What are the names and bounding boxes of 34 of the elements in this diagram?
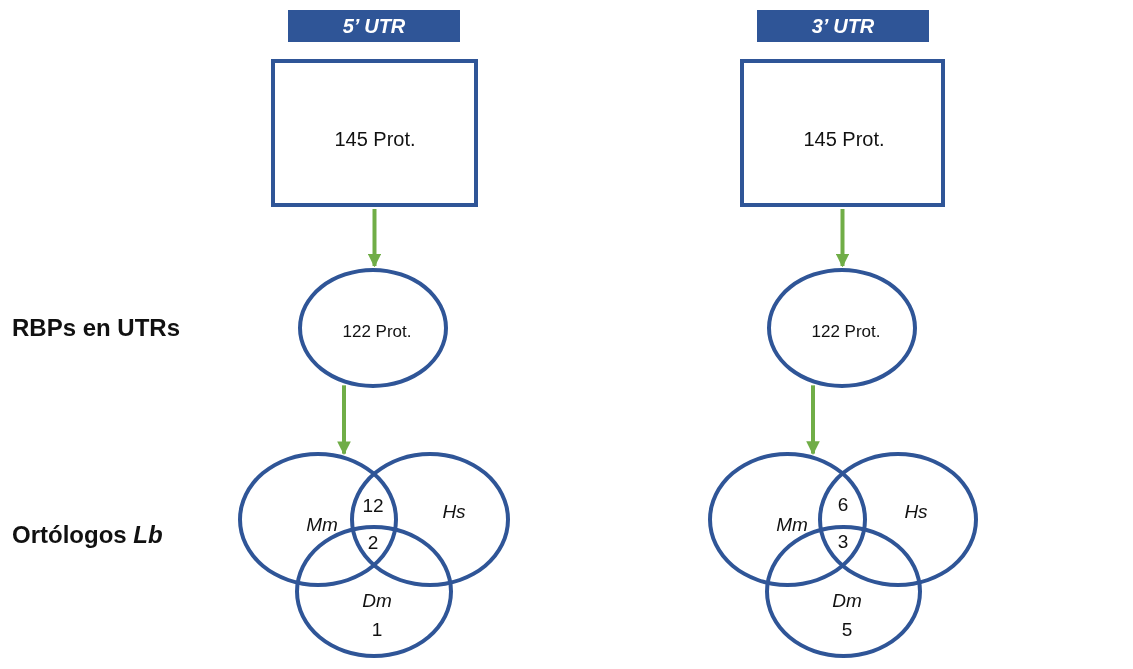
process-box xyxy=(271,59,478,207)
header-title: 5’ UTR xyxy=(342,14,406,38)
species-label: Mm xyxy=(306,514,338,536)
row-label: Ortólogos Lb xyxy=(12,521,163,549)
species-label: Hs xyxy=(442,501,466,523)
count-label: 6 xyxy=(837,494,849,516)
venn-circle xyxy=(238,452,398,587)
header-bar xyxy=(757,10,929,42)
arrow xyxy=(835,209,850,268)
count-label: 1 xyxy=(371,619,383,641)
venn-circle xyxy=(350,452,510,587)
species-label: Dm xyxy=(832,590,862,612)
process-box xyxy=(740,59,945,207)
count-label: 5 xyxy=(841,619,853,641)
venn-circle xyxy=(708,452,867,587)
count-label: 122 Prot. xyxy=(811,322,881,342)
arrow xyxy=(367,209,382,268)
arrow xyxy=(806,385,820,455)
count-label: 3 xyxy=(837,531,849,553)
row-label: RBPs en UTRs xyxy=(12,314,181,342)
count-label: 145 Prot. xyxy=(803,127,885,151)
species-label: Mm xyxy=(776,514,808,536)
count-label: 12 xyxy=(362,495,384,517)
venn-circle xyxy=(818,452,978,587)
count-label: 122 Prot. xyxy=(342,322,412,342)
arrow xyxy=(337,385,351,455)
ellipse-node xyxy=(767,268,917,388)
count-label: 145 Prot. xyxy=(334,127,416,151)
species-label: Dm xyxy=(362,590,392,612)
species-label: Hs xyxy=(904,501,928,523)
ellipse-node xyxy=(298,268,448,388)
header-bar xyxy=(288,10,460,42)
header-title: 3’ UTR xyxy=(811,14,875,38)
count-label: 2 xyxy=(367,532,379,554)
